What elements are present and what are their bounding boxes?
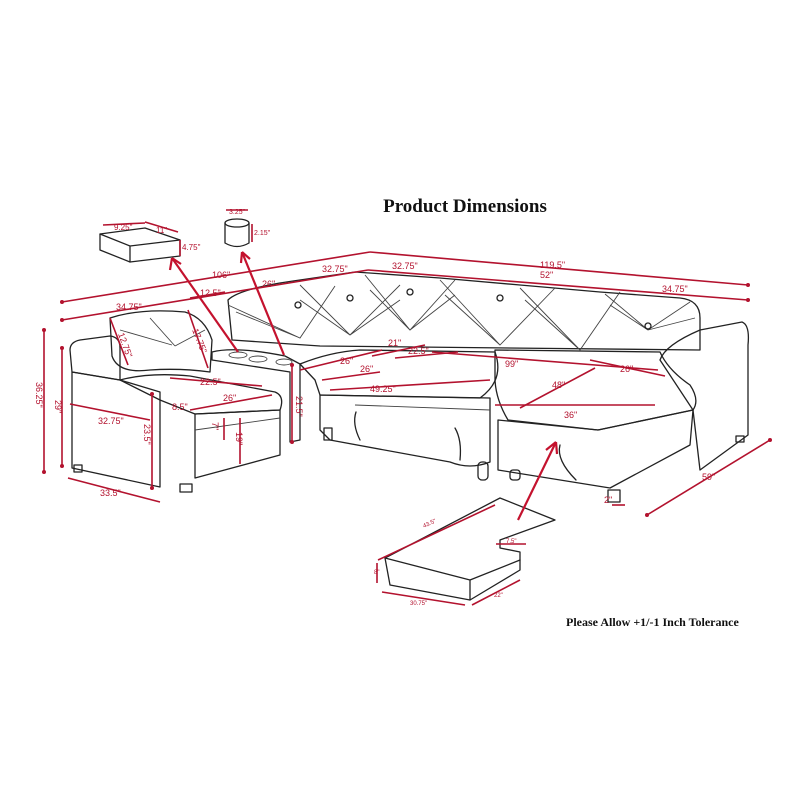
dim-ottoman-height: 8" xyxy=(374,570,379,576)
dim-ottoman-length: 43.5" xyxy=(422,519,437,530)
dim-console: 12.5" xyxy=(200,288,221,298)
dim-corner-seat-a: 26" xyxy=(340,356,353,366)
middle-front xyxy=(319,394,491,467)
dim-seat-7: 7" xyxy=(210,422,220,430)
dim-middle-module: 32.75" xyxy=(392,261,418,271)
dim-ottoman-depth: 22" xyxy=(494,593,503,599)
tufting xyxy=(227,274,696,351)
sofa-outline xyxy=(69,271,750,503)
dim-seat-26: 26" xyxy=(223,393,236,403)
dim-side-depth: 32.75" xyxy=(98,416,124,426)
dim-corner-seat-b: 26" xyxy=(360,364,373,374)
dim-side-base: 33.5" xyxy=(100,488,121,498)
dim-ottoman-front: 30.75" xyxy=(410,601,427,607)
dim-chaise-depth: 59" xyxy=(702,472,715,482)
console xyxy=(211,349,301,443)
dim-corner: 26" xyxy=(262,279,275,289)
dim-bed-depth-48: 48" xyxy=(552,380,565,390)
dim-tray-depth: 11" xyxy=(156,226,167,235)
cup-holder xyxy=(224,218,250,248)
right-arm xyxy=(659,321,750,471)
dim-back-upper: 12.75" xyxy=(116,331,134,359)
chaise-front xyxy=(497,409,694,489)
dim-bed-depth-49: 49.25" xyxy=(370,384,396,394)
dim-chaise-seat: 36" xyxy=(564,410,577,420)
dim-ottoman-notch: 7.5" xyxy=(506,539,516,545)
dim-console-height: 21.5" xyxy=(294,396,304,417)
dim-seat-19: 19" xyxy=(234,432,244,445)
left-back-cushion xyxy=(109,310,213,373)
dim-arm-chair: 34.75" xyxy=(116,302,142,312)
dim-back-cushion: 17.75" xyxy=(190,327,209,355)
dim-chaise-width: 34.75" xyxy=(662,284,688,294)
dim-back-inner-22-5: 22.5" xyxy=(408,346,429,356)
dim-cup-height: 2.15" xyxy=(254,230,271,237)
dimension-labels: 106" 119.5" 34.75" 12.5" 26" 32.75" 32.7… xyxy=(34,209,715,607)
dim-overall-left: 106" xyxy=(212,270,230,280)
dim-seat-module: 32.75" xyxy=(322,264,348,274)
dim-cup-diameter: 3.25" xyxy=(229,209,246,216)
dim-seat-inner: 22.5" xyxy=(200,377,221,387)
chaise-seat xyxy=(494,349,697,431)
dimension-lines xyxy=(42,209,772,606)
dim-back-inner-21: 21" xyxy=(388,338,401,348)
left-arm xyxy=(69,335,121,381)
left-seat-front xyxy=(194,409,281,479)
dim-bed-width: 26" xyxy=(620,364,633,374)
dim-arm-height: 29" xyxy=(53,400,63,413)
main-back xyxy=(227,271,701,351)
dim-overall-height: 36.25" xyxy=(34,382,44,408)
dim-right-module: 52" xyxy=(540,270,553,280)
ottoman xyxy=(384,497,556,601)
dim-overall-right: 119.5" xyxy=(540,260,565,270)
page-title: Product Dimensions xyxy=(383,196,547,217)
left-arm-front xyxy=(71,371,161,488)
dim-leg-height: 2" xyxy=(604,495,612,505)
dim-tray-width: 9.25" xyxy=(114,223,133,232)
dim-bed-length: 99" xyxy=(505,359,518,369)
dim-base-height: 23.5" xyxy=(142,424,152,445)
module-pointer-arrows xyxy=(168,251,559,521)
tolerance-note: Please Allow +1/-1 Inch Tolerance xyxy=(566,615,739,629)
dim-arm-width: 8.5" xyxy=(172,402,188,412)
dim-tray-height: 4.75" xyxy=(182,243,201,252)
tray-module xyxy=(99,227,181,263)
